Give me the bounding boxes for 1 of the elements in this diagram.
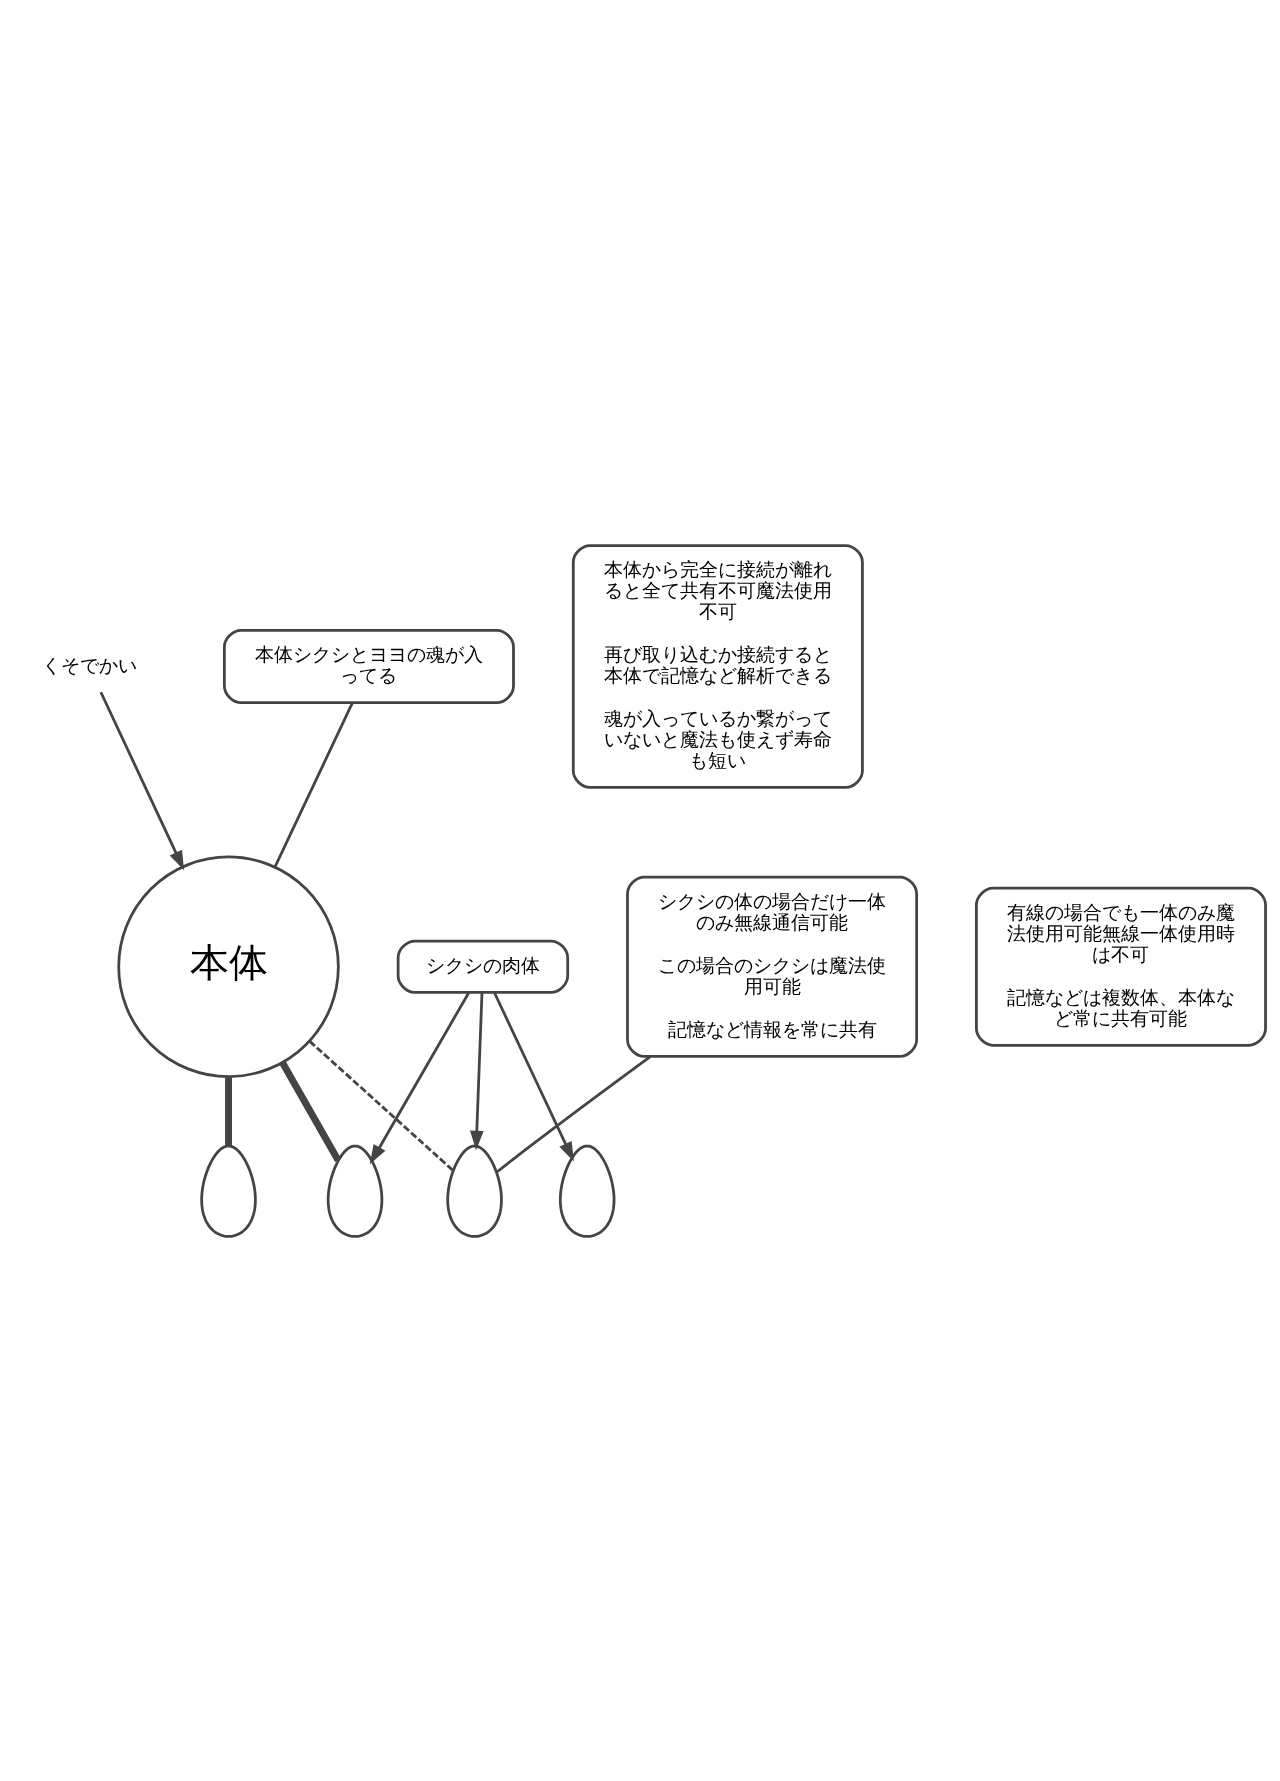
node-text: くそでかい [42, 653, 138, 677]
